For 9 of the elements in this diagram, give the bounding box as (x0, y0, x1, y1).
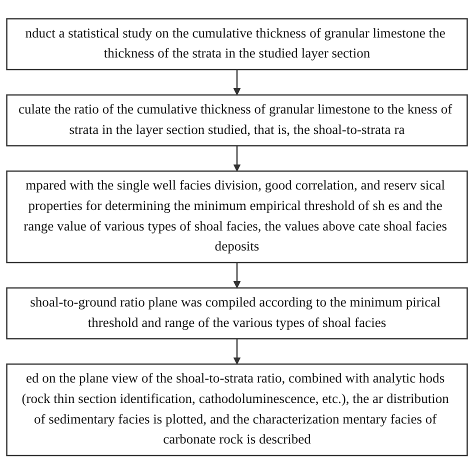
node-box: mpared with the single well facies division, good correlation, and reserv sical properties for determining the minimum empirical threshold of sh es and the range value of various types of shoal facies, the values above cate shoal facies deposits (6, 170, 468, 264)
node-box: shoal-to-ground ratio plane was compiled according to the minimum pirical threshold and range of the various types of shoal facies (6, 287, 468, 340)
arrow (233, 146, 241, 172)
node-box: culate the ratio of the cumulative thickness of granular limestone to the kness of strata in the layer section studied, that is, the shoal-to-strata ra (6, 94, 468, 146)
node-box: nduct a statistical study on the cumulative thickness of granular limestone the thickness of the strata in the studied layer section (6, 18, 468, 70)
node-box: ed on the plane view of the shoal-to-strata ratio, combined with analytic hods (rock thin section identification, cathodoluminescence, etc.), the ar distribution of sedimentary facies is plotted, and the characterization mentary facies of carbonate rock is described (6, 363, 468, 456)
arrow (233, 338, 241, 364)
arrow (233, 262, 241, 288)
arrow (233, 69, 241, 96)
